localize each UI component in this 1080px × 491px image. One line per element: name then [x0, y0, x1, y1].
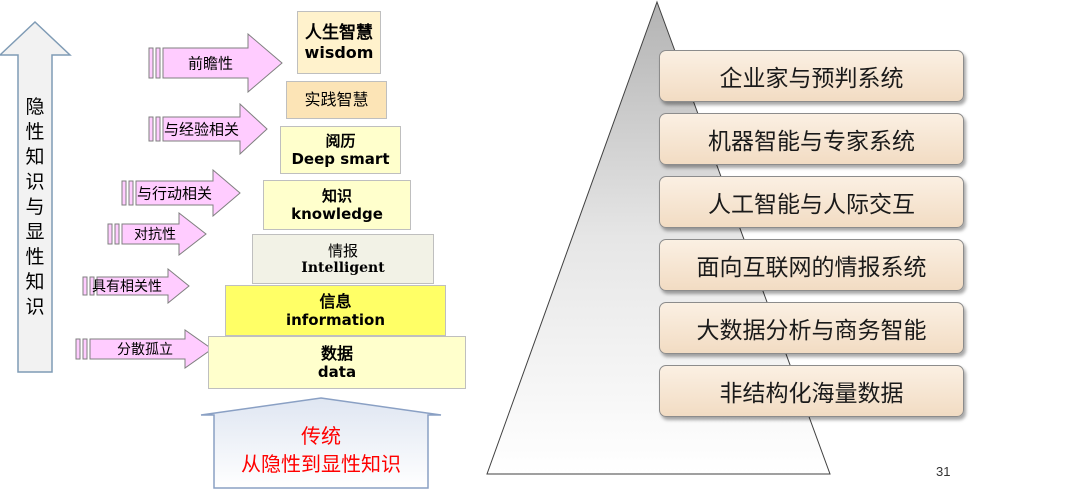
layer-label-en: data	[317, 363, 357, 382]
bottom-arrow-subtitle: 从隐性到显性知识	[241, 452, 401, 476]
layer-label-cn: 阅历	[325, 132, 356, 150]
side-arrow-label: 前瞻性	[188, 54, 234, 73]
layer-practical-wisdom: 实践智慧	[286, 81, 387, 119]
right-item-ai-interaction: 人工智能与人际交互	[659, 176, 964, 228]
right-item-big-data-bi: 大数据分析与商务智能	[659, 302, 964, 354]
layer-label-en: Deep smart	[291, 150, 390, 168]
axis-char: 性	[25, 121, 45, 143]
right-item-entrepreneur: 企业家与预判系统	[659, 50, 964, 102]
axis-char: 知	[25, 271, 45, 293]
layer-data: 数据 data	[208, 336, 466, 389]
layer-label-en: wisdom	[304, 43, 374, 63]
vertical-up-arrow	[0, 20, 72, 373]
axis-char: 识	[25, 296, 45, 318]
axis-char: 性	[25, 246, 45, 268]
right-triangle	[486, 0, 831, 475]
layer-label-cn: 知识	[321, 187, 352, 205]
side-arrow-foresight: 前瞻性	[148, 32, 283, 94]
side-arrow-adversarial: 对抗性	[107, 211, 207, 257]
layer-label-cn: 信息	[319, 291, 352, 311]
side-arrow-shape	[107, 211, 207, 257]
side-arrow-shape	[121, 168, 241, 218]
layer-label-en: Intelligent	[301, 259, 385, 276]
layer-deep-smart: 阅历 Deep smart	[280, 126, 401, 174]
layer-label-en: information	[285, 311, 386, 330]
right-item-expert-system: 机器智能与专家系统	[659, 113, 964, 165]
layer-label-cn: 实践智慧	[304, 90, 369, 110]
layer-label-cn: 数据	[320, 343, 353, 363]
side-arrow-relevance: 具有相关性	[82, 267, 190, 305]
side-arrow-experience: 与经验相关	[148, 102, 268, 156]
side-arrow-label: 具有相关性	[92, 279, 162, 295]
side-arrow-shape	[148, 102, 268, 156]
side-arrow-shape	[75, 329, 213, 369]
layer-information: 信息 information	[225, 285, 446, 336]
bottom-arrow-title: 传统	[301, 424, 341, 448]
layer-knowledge: 知识 knowledge	[263, 180, 411, 230]
layer-wisdom: 人生智慧 wisdom	[297, 11, 381, 74]
layer-label-en: knowledge	[291, 205, 383, 223]
axis-char: 知	[25, 146, 45, 168]
side-arrow-shape	[82, 267, 190, 305]
right-item-intelligence-system: 面向互联网的情报系统	[659, 239, 964, 291]
side-arrow-shape	[148, 32, 283, 94]
axis-char: 识	[25, 171, 45, 193]
layer-intelligent: 情报 Intelligent	[252, 234, 434, 284]
side-arrow-label: 与经验相关	[164, 120, 240, 139]
side-arrow-isolated: 分散孤立	[75, 329, 213, 369]
axis-char: 显	[25, 221, 45, 243]
layer-label-cn: 人生智慧	[305, 22, 373, 43]
layer-label-cn: 情报	[327, 241, 358, 260]
side-arrow-label: 分散孤立	[117, 342, 173, 358]
side-arrow-label: 与行动相关	[137, 184, 213, 203]
side-arrow-label: 对抗性	[134, 227, 176, 243]
page-number: 31	[936, 464, 951, 479]
side-arrow-action: 与行动相关	[121, 168, 241, 218]
bottom-up-arrow	[200, 397, 442, 489]
axis-char: 与	[25, 196, 45, 218]
right-item-unstructured-data: 非结构化海量数据	[659, 365, 964, 417]
axis-char: 隐	[25, 96, 45, 118]
